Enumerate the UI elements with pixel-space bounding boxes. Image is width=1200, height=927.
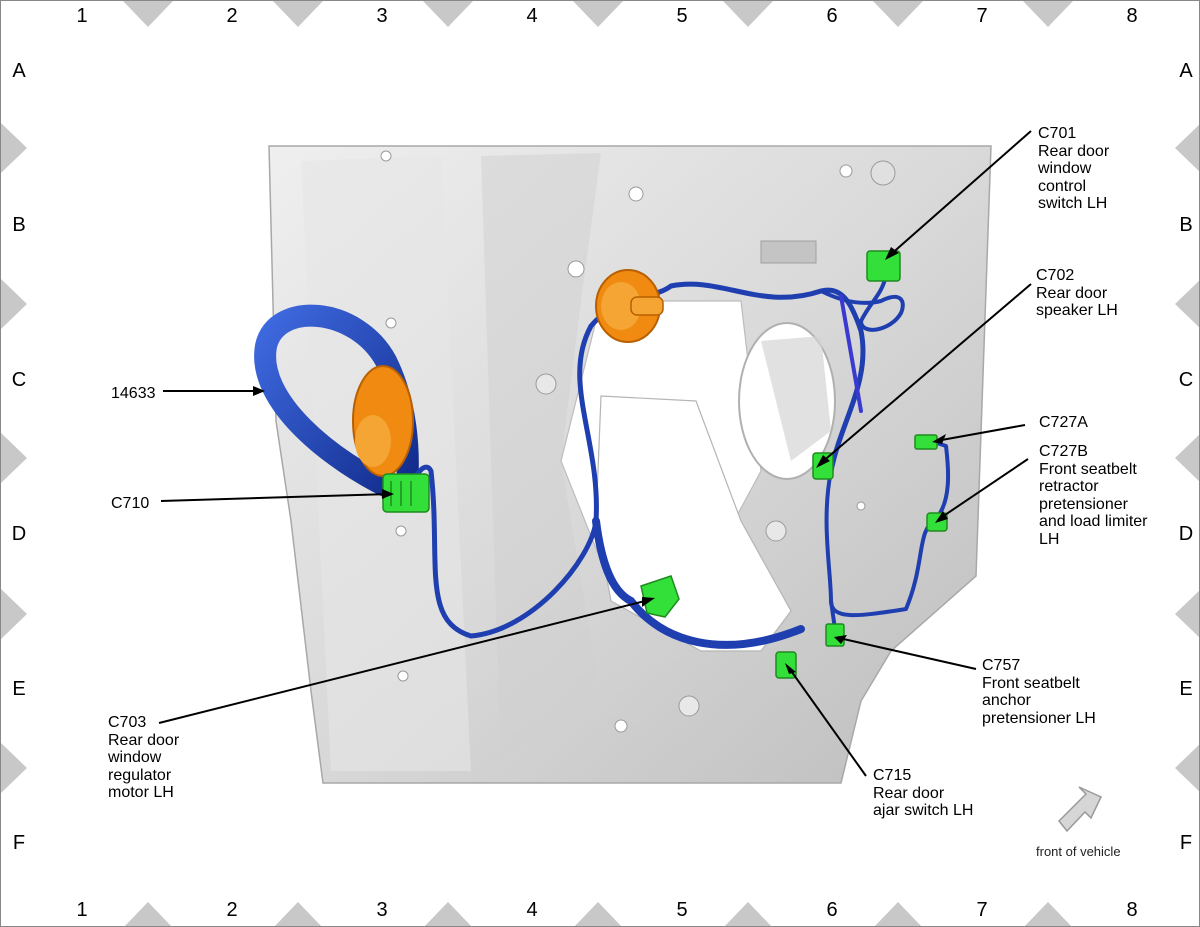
grid-row-label-left: E	[12, 678, 26, 700]
callout-c702: C702 Rear door speaker LH	[1036, 267, 1118, 319]
grid-row-label-left: B	[12, 214, 26, 236]
grid-row-label-right: C	[1178, 369, 1194, 391]
leader-arrowheads	[253, 247, 948, 674]
callout-c701: C701 Rear door window control switch LH	[1038, 125, 1110, 212]
grid-col-label-bottom: 4	[526, 899, 538, 921]
connector-c701	[866, 250, 901, 282]
grid-col-label-bottom: 7	[976, 899, 988, 921]
grid-col-label-bottom: 5	[676, 899, 688, 921]
grid-row-label-right: D	[1178, 523, 1194, 545]
grid-row-label-right: E	[1179, 678, 1193, 700]
grid-col-label-top: 7	[976, 5, 988, 27]
grid-row-label-right: F	[1179, 832, 1193, 854]
grommets	[352, 269, 664, 477]
grid-col-label-bottom: 8	[1126, 899, 1138, 921]
grid-col-label-top: 1	[76, 5, 88, 27]
callout-c703: C703 Rear door window regulator motor LH	[108, 714, 180, 801]
grid-col-label-bottom: 2	[226, 899, 238, 921]
callout-c715: C715 Rear door ajar switch LH	[873, 767, 974, 819]
callout-harness-14633: 14633	[111, 385, 156, 402]
grid-col-label-top: 4	[526, 5, 538, 27]
grid-col-label-top: 5	[676, 5, 688, 27]
grid-col-label-bottom: 3	[376, 899, 388, 921]
front-of-vehicle-label: front of vehicle	[1036, 844, 1121, 859]
callout-c727a: C727A	[1039, 414, 1088, 431]
grid-row-label-left: F	[12, 832, 26, 854]
connector-c710	[382, 473, 430, 513]
grid-col-label-top: 8	[1126, 5, 1138, 27]
grid-col-label-top: 6	[826, 5, 838, 27]
grid-col-label-bottom: 1	[76, 899, 88, 921]
grid-row-label-right: B	[1179, 214, 1193, 236]
connector-c703	[640, 575, 680, 618]
front-of-vehicle-arrow-icon	[1057, 786, 1103, 833]
callout-c757: C757 Front seatbelt anchor pretensioner …	[982, 657, 1096, 727]
connectors	[382, 250, 948, 679]
grid-col-label-top: 3	[376, 5, 388, 27]
leader-lines	[158, 130, 1032, 777]
grid-row-label-right: A	[1179, 60, 1193, 82]
grid-col-label-top: 2	[226, 5, 238, 27]
grid-col-label-bottom: 6	[826, 899, 838, 921]
grid-row-label-left: C	[11, 369, 27, 391]
grid-row-label-left: D	[11, 523, 27, 545]
grid-row-label-left: A	[12, 60, 26, 82]
callout-c710: C710	[111, 495, 150, 512]
callout-c727b: C727B Front seatbelt retractor pretensio…	[1039, 443, 1148, 548]
